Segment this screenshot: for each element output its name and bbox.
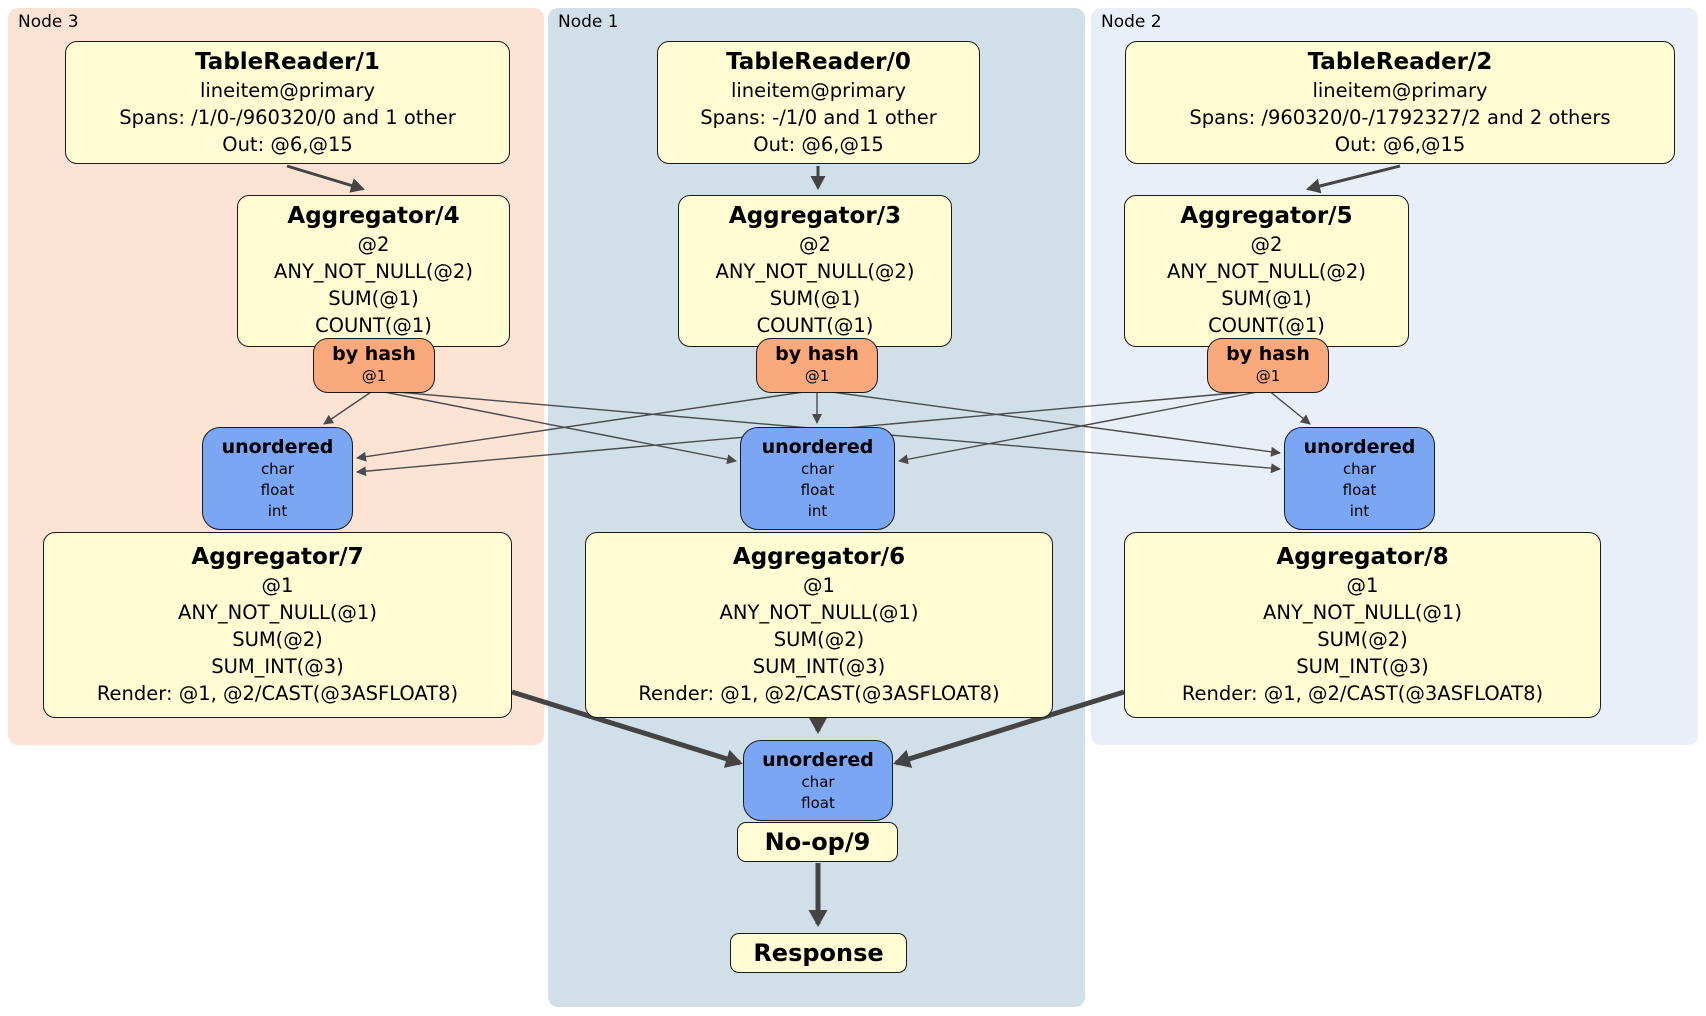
router-node3-key: @1 xyxy=(361,367,387,385)
aggregator8-fn: SUM(@2) xyxy=(1317,628,1408,651)
noop-title: No-op/9 xyxy=(764,828,871,856)
sync-node1-col: char xyxy=(800,460,835,478)
router-by-hash-node3: by hash @1 xyxy=(313,338,435,393)
tablereader0-title: TableReader/0 xyxy=(726,49,911,75)
aggregator6-group: @1 xyxy=(803,574,835,597)
aggregator5-fn: COUNT(@1) xyxy=(1208,314,1325,337)
tablereader0-index: lineitem@primary xyxy=(730,79,907,102)
aggregator6-box: Aggregator/6 @1 ANY_NOT_NULL(@1) SUM(@2)… xyxy=(585,532,1053,718)
tablereader1-title: TableReader/1 xyxy=(195,49,380,75)
tablereader2-spans: Spans: /960320/0-/1792327/2 and 2 others xyxy=(1189,106,1611,129)
aggregator7-fn: ANY_NOT_NULL(@1) xyxy=(178,601,377,624)
aggregator6-title: Aggregator/6 xyxy=(732,544,906,570)
aggregator3-box: Aggregator/3 @2 ANY_NOT_NULL(@2) SUM(@1)… xyxy=(678,195,952,347)
node2-label: Node 2 xyxy=(1101,12,1162,32)
sync-unordered-node3: unordered char float int xyxy=(202,427,353,530)
aggregator8-fn: SUM_INT(@3) xyxy=(1296,655,1429,678)
router-node2-title: by hash xyxy=(1226,343,1310,365)
aggregator4-fn: ANY_NOT_NULL(@2) xyxy=(274,260,473,283)
node3-label: Node 3 xyxy=(18,12,79,32)
tablereader1-spans: Spans: /1/0-/960320/0 and 1 other xyxy=(119,106,456,129)
aggregator4-fn: SUM(@1) xyxy=(328,287,419,310)
sync-node3-col: int xyxy=(267,502,288,520)
tablereader1-out: Out: @6,@15 xyxy=(222,133,353,156)
sync-node1-col: float xyxy=(800,481,835,499)
tablereader1-index: lineitem@primary xyxy=(199,79,376,102)
router-node1-title: by hash xyxy=(775,343,859,365)
aggregator7-group: @1 xyxy=(261,574,294,597)
sync-node2-col: char xyxy=(1342,460,1377,478)
sync-node1-title: unordered xyxy=(761,436,874,458)
aggregator4-group: @2 xyxy=(357,233,390,256)
aggregator7-title: Aggregator/7 xyxy=(191,544,364,570)
sync-node2-col: int xyxy=(1349,502,1370,520)
aggregator6-fn: SUM_INT(@3) xyxy=(752,655,886,678)
tablereader0-spans: Spans: -/1/0 and 1 other xyxy=(700,106,937,129)
aggregator8-render: Render: @1, @2/CAST(@3ASFLOAT8) xyxy=(1181,682,1544,705)
aggregator4-fn: COUNT(@1) xyxy=(315,314,432,337)
sync-node2-title: unordered xyxy=(1303,436,1416,458)
tablereader2-box: TableReader/2 lineitem@primary Spans: /9… xyxy=(1125,41,1675,164)
aggregator3-title: Aggregator/3 xyxy=(728,203,902,229)
router-node2-key: @1 xyxy=(1255,367,1281,385)
aggregator5-title: Aggregator/5 xyxy=(1180,203,1353,229)
aggregator8-title: Aggregator/8 xyxy=(1276,544,1449,570)
tablereader2-title: TableReader/2 xyxy=(1307,49,1493,75)
tablereader1-box: TableReader/1 lineitem@primary Spans: /1… xyxy=(65,41,510,164)
tablereader0-out: Out: @6,@15 xyxy=(753,133,884,156)
sync-node3-col: float xyxy=(260,481,295,499)
aggregator3-fn: COUNT(@1) xyxy=(756,314,874,337)
aggregator6-render: Render: @1, @2/CAST(@3ASFLOAT8) xyxy=(638,682,1000,705)
noop-box: No-op/9 xyxy=(737,822,898,862)
router-node1-key: @1 xyxy=(804,367,830,385)
sync-unordered-final: unordered char float xyxy=(743,740,893,821)
aggregator5-group: @2 xyxy=(1250,233,1283,256)
aggregator6-fn: ANY_NOT_NULL(@1) xyxy=(719,601,919,624)
response-box: Response xyxy=(730,933,907,973)
aggregator3-fn: ANY_NOT_NULL(@2) xyxy=(715,260,915,283)
aggregator7-render: Render: @1, @2/CAST(@3ASFLOAT8) xyxy=(96,682,459,705)
response-title: Response xyxy=(753,939,884,967)
tablereader2-index: lineitem@primary xyxy=(1312,79,1488,102)
aggregator8-fn: ANY_NOT_NULL(@1) xyxy=(1263,601,1462,624)
aggregator3-fn: SUM(@1) xyxy=(769,287,861,310)
aggregator5-box: Aggregator/5 @2 ANY_NOT_NULL(@2) SUM(@1)… xyxy=(1124,195,1409,347)
sync-final-col: char xyxy=(801,773,835,791)
aggregator4-title: Aggregator/4 xyxy=(287,203,460,229)
sync-node3-col: char xyxy=(260,460,295,478)
node1-label: Node 1 xyxy=(558,12,619,32)
router-node3-title: by hash xyxy=(332,343,416,365)
aggregator4-box: Aggregator/4 @2 ANY_NOT_NULL(@2) SUM(@1)… xyxy=(237,195,510,347)
sync-unordered-node2: unordered char float int xyxy=(1284,427,1435,530)
sync-final-col: float xyxy=(801,794,835,812)
aggregator5-fn: SUM(@1) xyxy=(1221,287,1312,310)
aggregator7-fn: SUM(@2) xyxy=(232,628,323,651)
aggregator6-fn: SUM(@2) xyxy=(773,628,865,651)
aggregator5-fn: ANY_NOT_NULL(@2) xyxy=(1167,260,1366,283)
sync-node3-title: unordered xyxy=(221,436,334,458)
aggregator7-box: Aggregator/7 @1 ANY_NOT_NULL(@1) SUM(@2)… xyxy=(43,532,512,718)
aggregator7-fn: SUM_INT(@3) xyxy=(211,655,344,678)
sync-node2-col: float xyxy=(1342,481,1377,499)
aggregator8-group: @1 xyxy=(1346,574,1379,597)
sync-unordered-node1: unordered char float int xyxy=(740,427,895,530)
aggregator8-box: Aggregator/8 @1 ANY_NOT_NULL(@1) SUM(@2)… xyxy=(1124,532,1601,718)
sync-final-title: unordered xyxy=(762,749,874,771)
sync-node1-col: int xyxy=(807,502,828,520)
tablereader2-out: Out: @6,@15 xyxy=(1334,133,1466,156)
router-by-hash-node1: by hash @1 xyxy=(756,338,878,393)
tablereader0-box: TableReader/0 lineitem@primary Spans: -/… xyxy=(657,41,980,164)
router-by-hash-node2: by hash @1 xyxy=(1207,338,1329,393)
aggregator3-group: @2 xyxy=(799,233,831,256)
